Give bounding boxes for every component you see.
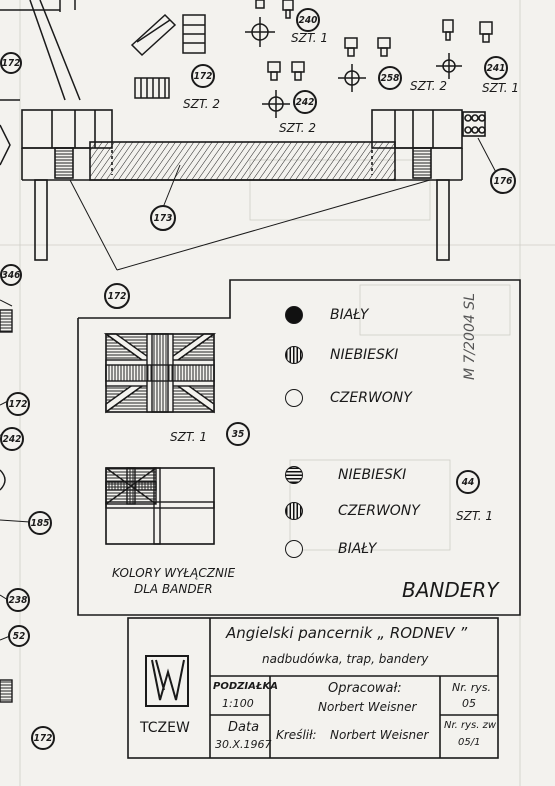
part-number-238: 238 xyxy=(6,588,30,612)
bandery-frame xyxy=(77,279,521,616)
sheet-no: 05 xyxy=(462,697,476,710)
quantity-label: SZT. 1 xyxy=(170,430,208,444)
scale-label: PODZIAŁKA xyxy=(213,681,278,692)
colors-note-line1: KOLORY WYŁĄCZNIE xyxy=(112,566,236,580)
date-value: 30.X.1967 xyxy=(215,738,272,751)
quantity-label: SZT. 2 xyxy=(279,121,317,135)
title-block-frame xyxy=(127,617,499,759)
model-subtitle: nadbudówka, trap, bandery xyxy=(262,652,429,666)
union-jack-flag xyxy=(103,333,217,414)
part-number-172: 172 xyxy=(6,392,30,416)
part-number-240: 240 xyxy=(296,8,320,32)
part-number-185: 185 xyxy=(28,511,52,535)
top-parts xyxy=(0,0,493,166)
shipyard-logo xyxy=(145,655,189,707)
part-number-35: 35 xyxy=(226,422,250,446)
color-label: BIAŁY xyxy=(338,541,377,557)
swatch-blue xyxy=(285,466,303,484)
part-number-44: 44 xyxy=(456,470,480,494)
part-number-176: 176 xyxy=(490,168,516,194)
ladder-assembly xyxy=(21,109,486,261)
part-number-172: 172 xyxy=(104,283,130,309)
part-number-242: 242 xyxy=(293,90,317,114)
part-number-241: 241 xyxy=(484,56,508,80)
color-label: CZERWONY xyxy=(338,503,420,519)
swatch-white xyxy=(285,306,303,324)
swatch-red xyxy=(285,502,303,520)
part-number-346: 346 xyxy=(0,264,22,286)
part-number-172: 172 xyxy=(0,52,22,74)
prepared-label: Opracował: xyxy=(328,681,402,696)
colors-note-line2: DLA BANDER xyxy=(134,582,213,596)
part-number-173: 173 xyxy=(150,205,176,231)
part-number-258: 258 xyxy=(378,66,402,90)
assembly-no: 05/1 xyxy=(458,737,481,748)
scale-value: 1:100 xyxy=(222,697,254,710)
part-number-172: 172 xyxy=(31,726,55,750)
logo-text: TCZEW xyxy=(140,720,190,736)
prepared-by: Norbert Weisner xyxy=(318,700,417,714)
quantity-label: SZT. 1 xyxy=(291,31,329,45)
left-edge-parts xyxy=(0,309,13,703)
white-ensign-flag xyxy=(105,467,215,545)
quantity-label: SZT. 2 xyxy=(410,79,448,93)
color-label: CZERWONY xyxy=(330,390,412,406)
assembly-no-label: Nr. rys. zw xyxy=(444,720,497,731)
side-stamp: M 7/2004 SL xyxy=(462,293,478,380)
part-number-52: 52 xyxy=(8,625,30,647)
color-label: BIAŁY xyxy=(330,307,369,323)
model-title: Angielski pancernik „ RODNEV ” xyxy=(226,624,468,642)
swatch-blue xyxy=(285,346,303,364)
color-label: NIEBIESKI xyxy=(338,467,407,483)
drawn-by: Norbert Weisner xyxy=(330,728,429,742)
part-number-242: 242 xyxy=(0,427,24,451)
drawn-label: Kreślił: xyxy=(276,728,317,742)
swatch-red xyxy=(285,389,303,407)
swatch-white xyxy=(285,540,303,558)
color-label: NIEBIESKI xyxy=(330,347,399,363)
date-label: Data xyxy=(228,720,260,735)
quantity-label: SZT. 1 xyxy=(456,509,494,523)
sheet-no-label: Nr. rys. xyxy=(452,681,491,694)
quantity-label: SZT. 2 xyxy=(183,97,221,111)
section-title: BANDERY xyxy=(402,578,499,602)
part-number-172: 172 xyxy=(191,64,215,88)
quantity-label: SZT. 1 xyxy=(482,81,520,95)
